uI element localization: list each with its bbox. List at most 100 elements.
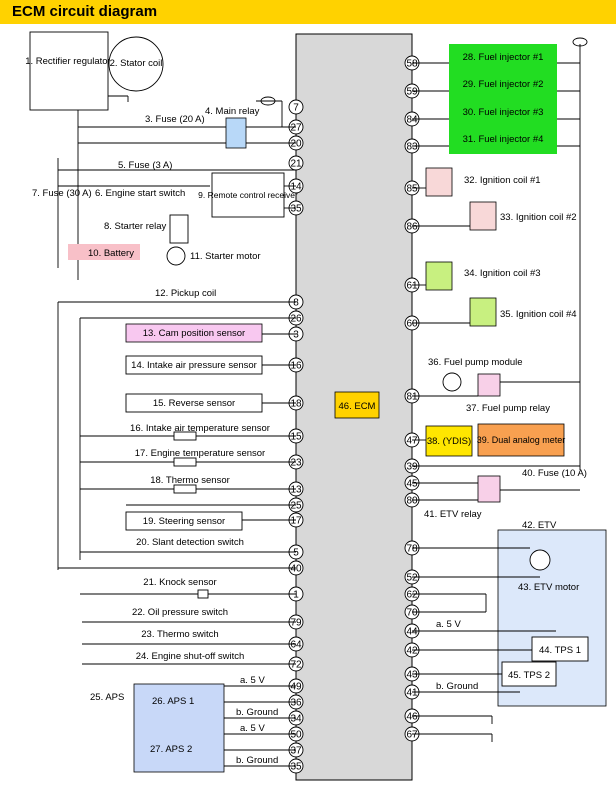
remote-receiver-box	[211, 172, 285, 218]
coil4-label: 35. Ignition coil #4	[500, 309, 577, 320]
pump-module-symbol	[442, 372, 462, 392]
etv-motor-symbol	[529, 549, 551, 571]
pin-number: 43	[406, 670, 418, 681]
pin-number: 58	[406, 59, 418, 70]
pin-number: 61	[406, 281, 418, 292]
pin-number: 70	[406, 608, 418, 619]
pin-number: 3	[293, 330, 299, 341]
engine-temp-label: 17. Engine temperature sensor	[135, 448, 265, 459]
pin-number: 86	[406, 222, 418, 233]
pin-number: 83	[406, 142, 418, 153]
aps1-label: 26. APS 1	[152, 696, 194, 707]
injector1-label: 28. Fuel injector #1	[463, 52, 544, 63]
pin-number: 34	[290, 714, 302, 725]
remote-label: 9. Remote control receiver	[198, 190, 298, 200]
pin-number: 18	[290, 399, 302, 410]
steering-sensor-box	[125, 511, 243, 531]
tps2-box	[501, 661, 557, 687]
pin-number: 67	[406, 730, 418, 741]
rectifier-box	[29, 31, 109, 111]
etv-5v-label: a. 5 V	[436, 619, 461, 630]
aps1-5v-label: a. 5 V	[240, 675, 265, 686]
aps-box	[133, 683, 225, 773]
intake-pressure-label: 14. Intake air pressure sensor	[131, 360, 257, 371]
pin-number: 85	[406, 184, 418, 195]
battery-label: 10. Battery	[88, 248, 134, 259]
fuse30-text: 7. Fuse (30 A)	[32, 188, 92, 199]
ydis-box	[425, 425, 473, 457]
aps-label: 25. APS	[90, 692, 124, 703]
tps2-label: 45. TPS 2	[508, 670, 550, 681]
ydis-label: 38. (YDIS)	[427, 436, 471, 447]
start-switch-label: 6. Engine start switch	[95, 188, 185, 199]
stator-circle	[108, 36, 164, 92]
thermo-sensor-label: 18. Thermo sensor	[150, 475, 230, 486]
pin-number: 49	[290, 682, 302, 693]
meter-box	[477, 423, 565, 457]
starter-motor-label: 11. Starter motor	[190, 251, 261, 262]
pin-number: 45	[406, 479, 418, 490]
pickup-label: 12. Pickup coil	[155, 288, 216, 299]
pin-number: 35	[290, 204, 302, 215]
aps1-ground-label: b. Ground	[236, 707, 278, 718]
pin-number: 5	[293, 548, 299, 559]
pump-relay-label: 37. Fuel pump relay	[466, 403, 550, 414]
stator-label: 2. Stator coil	[110, 58, 163, 69]
pin-number: 27	[290, 123, 302, 134]
title-bar: ECM circuit diagram	[0, 0, 616, 24]
thermo-sensor-symbol	[173, 484, 197, 494]
rectifier-label: 1. Rectifier regulator	[25, 56, 111, 67]
fuse3-label: 5. Fuse (3 A)	[118, 160, 172, 171]
cam-label: 13. Cam position sensor	[143, 328, 245, 339]
ecm-label-box	[334, 391, 380, 419]
pump-module-label: 36. Fuel pump module	[428, 357, 523, 368]
shutoff-label: 24. Engine shut-off switch	[136, 651, 245, 662]
pin-number: 20	[290, 139, 302, 150]
etv-relay-label: 41. ETV relay	[424, 509, 482, 520]
left-pin-7: 7	[288, 99, 304, 115]
oil-label: 22. Oil pressure switch	[132, 607, 228, 618]
aps2-5v-label: a. 5 V	[240, 723, 265, 734]
pin-number: 16	[290, 361, 302, 372]
tps1-box	[531, 636, 589, 662]
fuse10-label: 40. Fuse (10 A)	[522, 468, 587, 479]
intake-temp-symbol	[173, 431, 197, 441]
pin-number: 50	[290, 730, 302, 741]
fuse20-label: 3. Fuse (20 A)	[145, 114, 205, 125]
etv-ground-label: b. Ground	[436, 681, 478, 692]
pin-number: 44	[406, 627, 418, 638]
pin-number: 59	[406, 87, 418, 98]
coil4-symbol	[469, 297, 497, 327]
ecm-label: 46. ECM	[339, 401, 376, 412]
pin-number: 13	[290, 485, 302, 496]
pin-number: 78	[406, 544, 418, 555]
etv-label: 42. ETV	[522, 520, 557, 531]
etv-relay-symbol	[477, 475, 501, 503]
aps2-ground-label: b. Ground	[236, 755, 278, 766]
pin-number: 37	[290, 746, 302, 757]
pin-number: 79	[290, 618, 302, 629]
starter-relay-label: 8. Starter relay	[104, 221, 167, 232]
knock-label: 21. Knock sensor	[143, 577, 216, 588]
steering-label: 19. Steering sensor	[143, 516, 225, 527]
pin-number: 8	[293, 298, 299, 309]
etv-motor-label: 43. ETV motor	[518, 582, 579, 593]
rectifier-text: 1. Rectifier regulator	[25, 56, 111, 67]
coil2-label: 33. Ignition coil #2	[500, 212, 577, 223]
pin-number: 52	[406, 573, 418, 584]
coil3-label: 34. Ignition coil #3	[464, 268, 541, 279]
tps1-label: 44. TPS 1	[539, 645, 581, 656]
injector3-label: 30. Fuel injector #3	[463, 107, 544, 118]
main-relay-symbol	[225, 117, 247, 149]
injector2-label: 29. Fuel injector #2	[463, 79, 544, 90]
pin-number: 64	[290, 640, 302, 651]
pin-number: 47	[406, 436, 418, 447]
pin-number: 15	[290, 432, 302, 443]
pin-number: 42	[406, 646, 418, 657]
pin-number: 1	[293, 590, 299, 601]
pin-number: 14	[290, 182, 302, 193]
pin-number: 40	[290, 564, 302, 575]
pin-number: 84	[406, 115, 418, 126]
pump-relay-symbol	[477, 373, 501, 397]
